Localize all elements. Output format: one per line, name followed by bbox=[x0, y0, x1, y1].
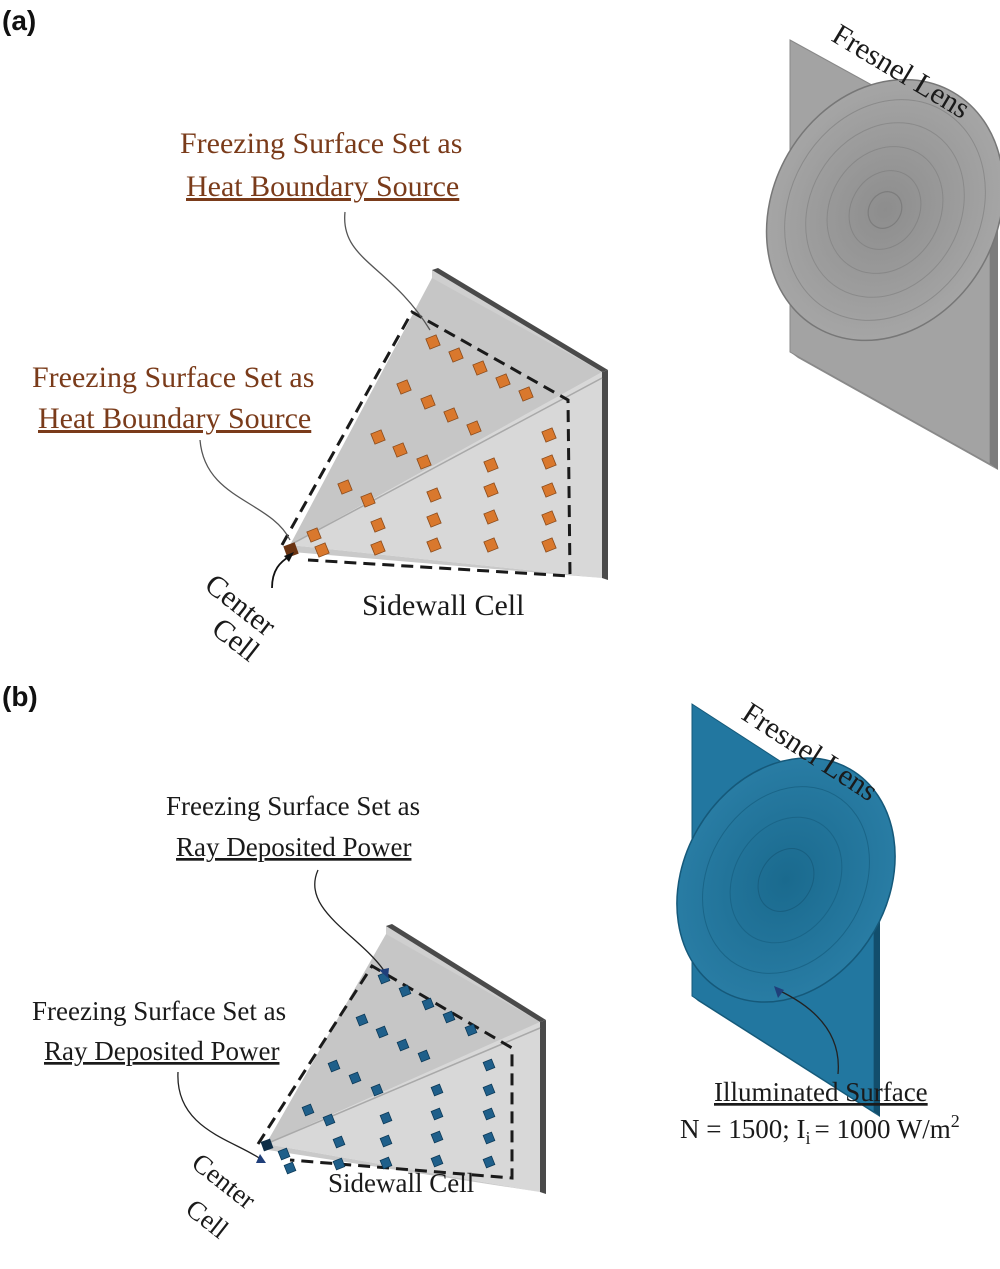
freezing-cell bbox=[430, 1130, 444, 1144]
freeze-mid-a-line1: Freezing Surface Set as bbox=[32, 361, 314, 394]
freezing-cell bbox=[430, 1154, 444, 1168]
sidewall-boundary-b bbox=[256, 963, 514, 1180]
freeze-mid-b-line1: Freezing Surface Set as bbox=[32, 996, 286, 1026]
arrowhead-center-a bbox=[284, 552, 294, 562]
receiver-wall-b bbox=[265, 924, 546, 1194]
freezing-cell bbox=[425, 334, 441, 350]
freezing-cell bbox=[337, 479, 353, 495]
illuminated-label: Illuminated Surface bbox=[714, 1077, 928, 1107]
freezing-cell bbox=[482, 1058, 496, 1072]
freezing-cell bbox=[396, 379, 412, 395]
freezing-cell bbox=[541, 454, 557, 470]
freezing-cell bbox=[541, 482, 557, 498]
freezing-cell bbox=[472, 360, 488, 376]
arrowhead-top-b bbox=[379, 968, 389, 978]
freezing-cell bbox=[398, 984, 412, 998]
freezing-cell bbox=[370, 429, 386, 445]
center-cell-a bbox=[283, 542, 299, 558]
panel-b-label: (b) bbox=[2, 681, 38, 712]
leader-top-b bbox=[314, 869, 386, 973]
freezing-cell bbox=[426, 512, 442, 528]
freezing-cell bbox=[283, 1161, 297, 1175]
freezing-cell bbox=[392, 442, 408, 458]
fresnel-lens-blue bbox=[676, 703, 896, 1117]
freezing-cell bbox=[332, 1135, 346, 1149]
freezing-cell bbox=[426, 487, 442, 503]
freezing-cell bbox=[541, 427, 557, 443]
freezing-cell bbox=[379, 1134, 393, 1148]
freezing-cell bbox=[448, 347, 464, 363]
freezing-cell bbox=[416, 454, 432, 470]
freezing-cell bbox=[483, 509, 499, 525]
leader-mid-a bbox=[199, 439, 291, 541]
freezing-cell bbox=[430, 1107, 444, 1121]
freezing-cell bbox=[483, 482, 499, 498]
leader-top-a bbox=[344, 211, 431, 331]
freezing-cell bbox=[443, 407, 459, 423]
freezing-cell bbox=[420, 394, 436, 410]
freezing-cell bbox=[370, 1083, 384, 1097]
illumination-params: N = 1500; Ii= 1000 W/m2 bbox=[680, 1111, 960, 1148]
freezing-cell bbox=[360, 492, 376, 508]
freezing-cell bbox=[417, 1049, 431, 1063]
freezing-cell bbox=[495, 373, 511, 389]
freezing-cell bbox=[482, 1155, 496, 1169]
freezing-cell bbox=[483, 457, 499, 473]
freeze-mid-b-line2: Ray Deposited Power bbox=[44, 1036, 279, 1066]
freezing-cell bbox=[442, 1010, 456, 1024]
freezing-cell bbox=[466, 420, 482, 436]
sidewall-label-b: Sidewall Cell bbox=[328, 1168, 474, 1198]
arrowhead-illuminated bbox=[774, 986, 784, 998]
freezing-cell bbox=[370, 540, 386, 556]
freezing-cell bbox=[541, 537, 557, 553]
freezing-cells-a bbox=[306, 334, 557, 558]
receiver-wall-a bbox=[289, 268, 608, 580]
freeze-top-a-line1: Freezing Surface Set as bbox=[180, 127, 462, 160]
freezing-cell bbox=[301, 1103, 315, 1117]
freezing-cell bbox=[518, 386, 534, 402]
freezing-cell bbox=[464, 1023, 478, 1037]
fresnel-lens-gray bbox=[765, 39, 1000, 470]
arrowhead-mid-b bbox=[256, 1154, 266, 1163]
freezing-cell bbox=[348, 1071, 362, 1085]
panel-b: (b) Fresnel Lens bbox=[2, 681, 960, 1244]
freeze-top-b-line2: Ray Deposited Power bbox=[176, 832, 411, 862]
freezing-cell bbox=[421, 997, 435, 1011]
freezing-cell bbox=[482, 1083, 496, 1097]
freeze-mid-a-line2: Heat Boundary Source bbox=[38, 402, 311, 435]
sidewall-boundary-a bbox=[280, 309, 572, 578]
freezing-cell bbox=[379, 1111, 393, 1125]
freezing-cell bbox=[483, 537, 499, 553]
freezing-cell bbox=[375, 1025, 389, 1039]
freeze-top-a-line2: Heat Boundary Source bbox=[186, 170, 459, 203]
freezing-cell bbox=[426, 537, 442, 553]
freezing-cell bbox=[327, 1059, 341, 1073]
freezing-cell bbox=[430, 1083, 444, 1097]
freezing-cell bbox=[306, 527, 322, 543]
freezing-cell bbox=[379, 1156, 393, 1170]
freezing-cell bbox=[541, 510, 557, 526]
freezing-cells-b bbox=[277, 971, 496, 1175]
freezing-cell bbox=[314, 542, 330, 558]
freezing-cell bbox=[322, 1113, 336, 1127]
freezing-cell bbox=[355, 1013, 369, 1027]
sidewall-label-a: Sidewall Cell bbox=[362, 589, 524, 622]
leader-illuminated bbox=[777, 989, 839, 1075]
panel-a-label: (a) bbox=[2, 5, 36, 36]
leader-center-a bbox=[271, 555, 291, 589]
freezing-cell bbox=[332, 1157, 346, 1171]
freezing-cell bbox=[370, 517, 386, 533]
freezing-cell bbox=[482, 1131, 496, 1145]
freezing-cell bbox=[277, 1147, 291, 1161]
panel-a: (a) Fresnel Lens bbox=[2, 5, 1000, 668]
freeze-top-b-line1: Freezing Surface Set as bbox=[166, 791, 420, 821]
leader-mid-b bbox=[177, 1071, 263, 1161]
freezing-cell bbox=[396, 1038, 410, 1052]
freezing-cell bbox=[482, 1107, 496, 1121]
center-cell-b bbox=[260, 1138, 274, 1152]
